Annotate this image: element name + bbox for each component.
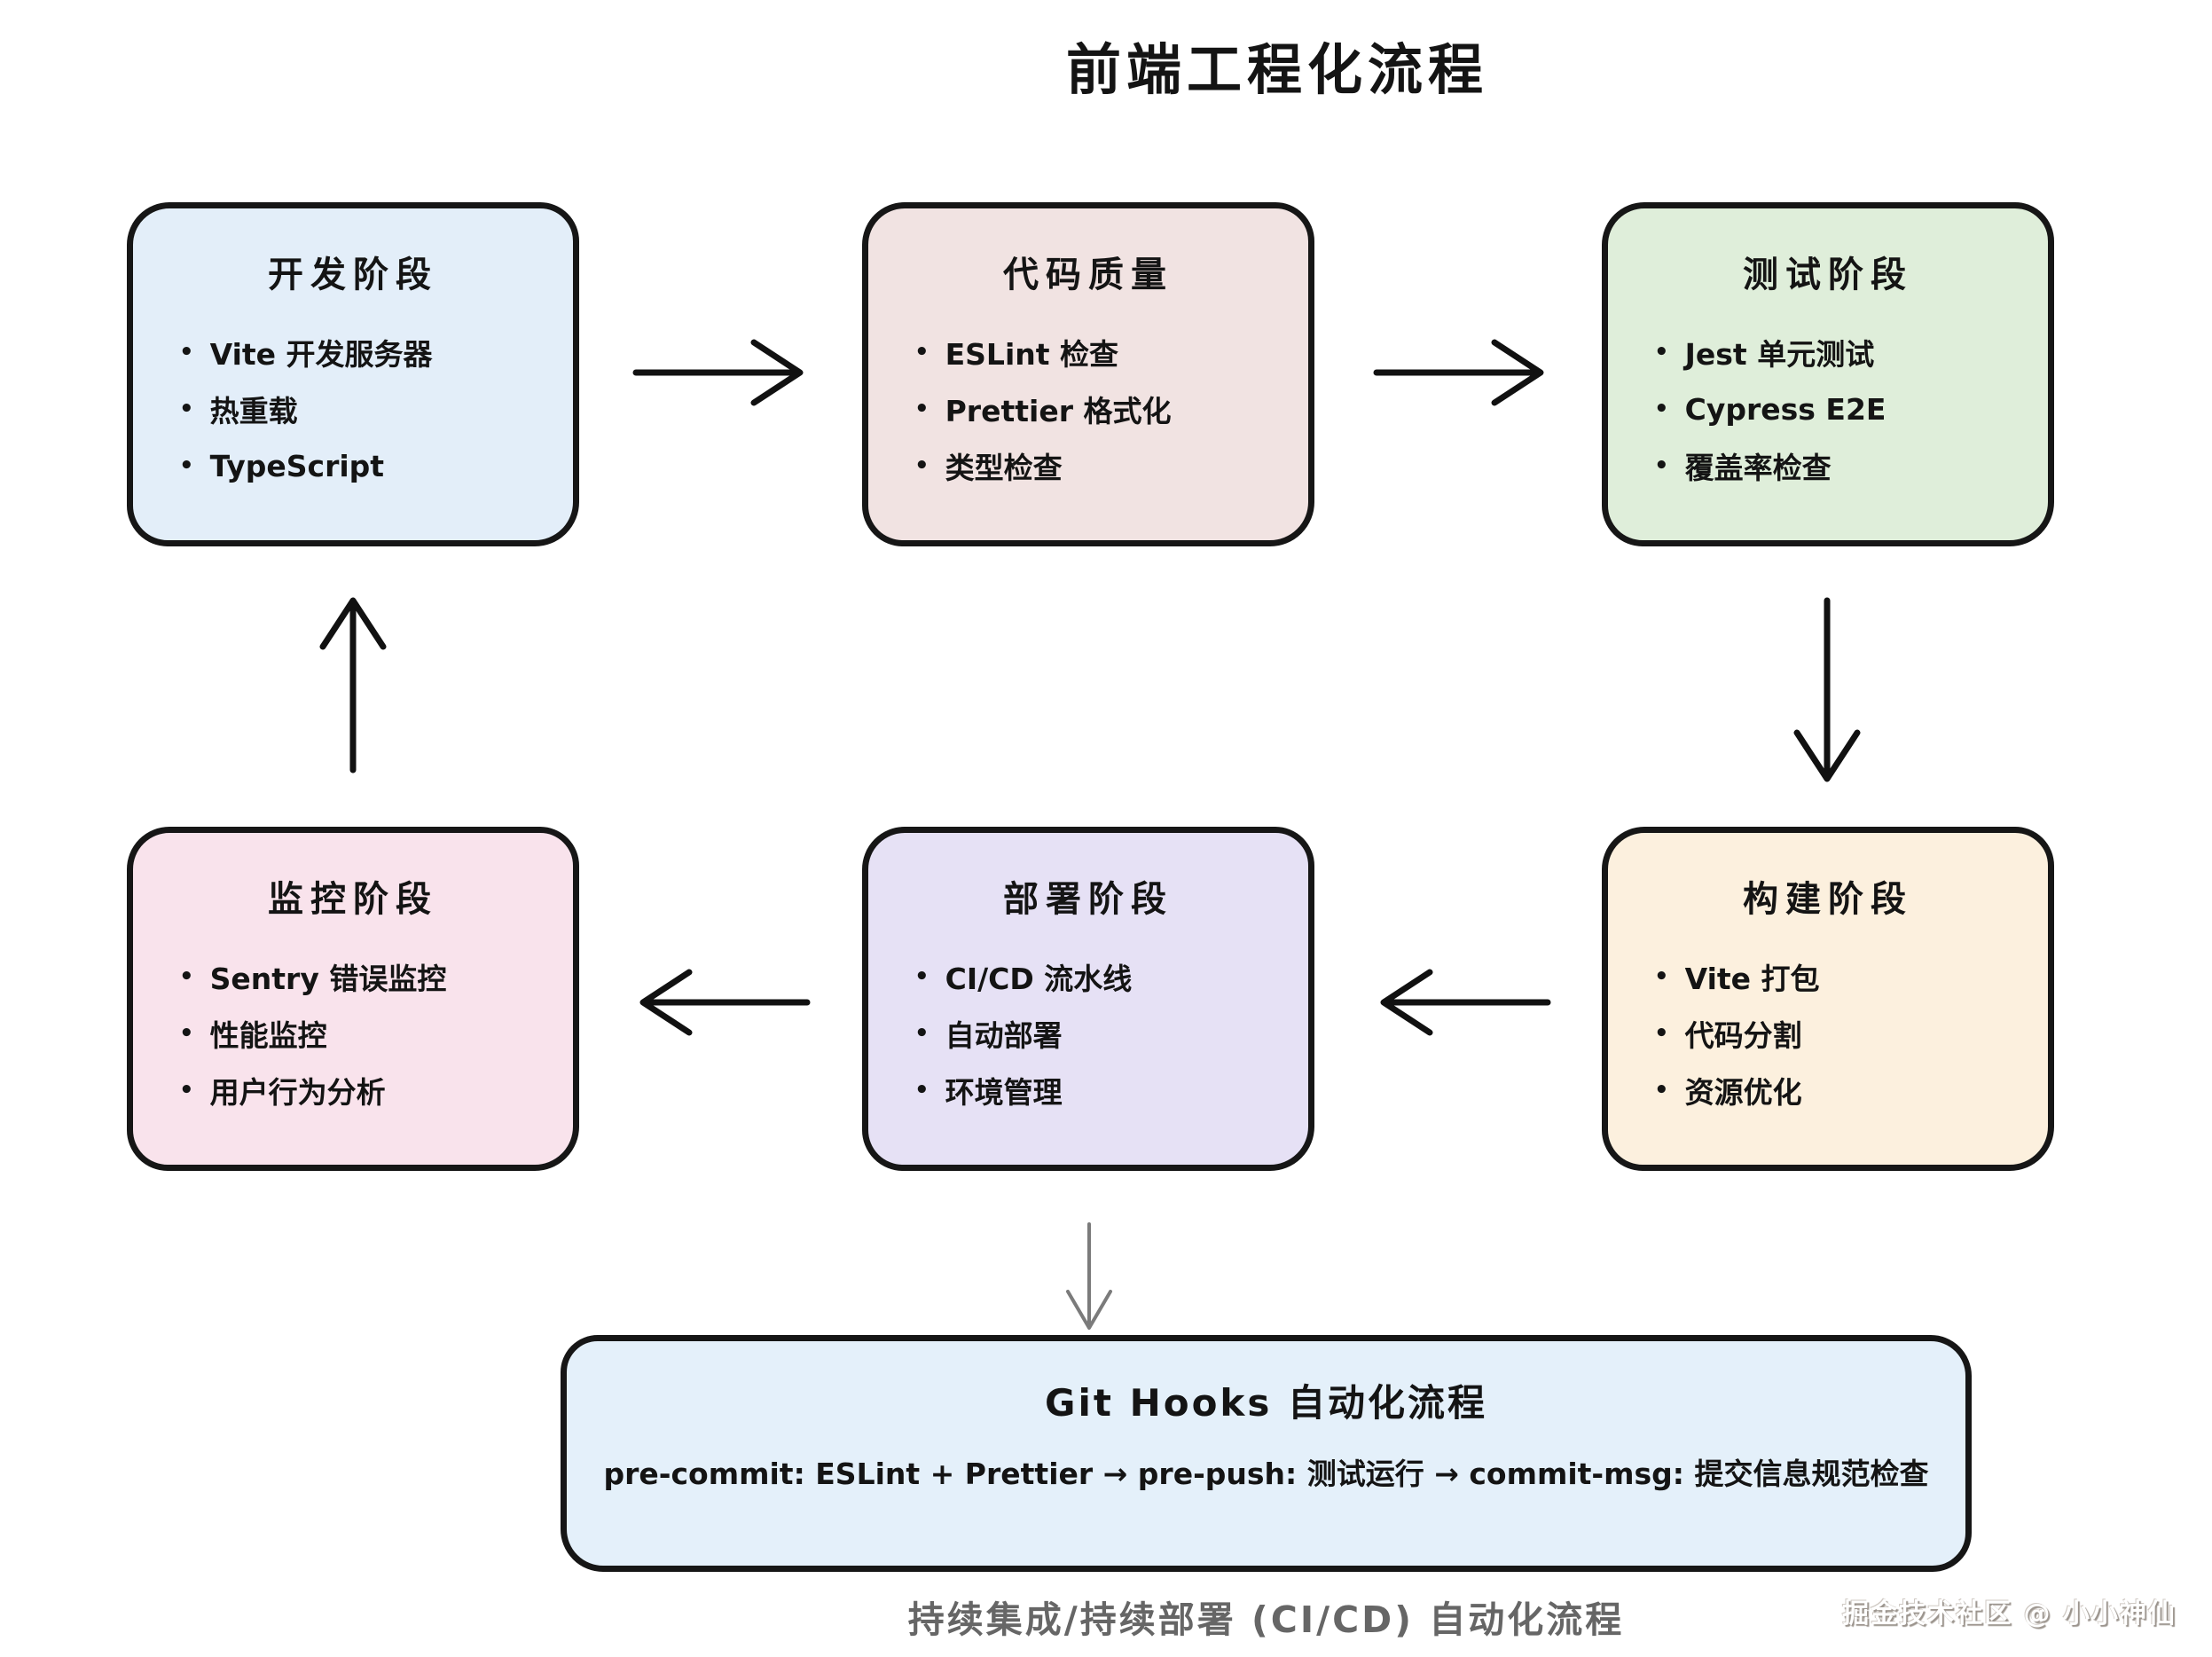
list-item-label: Jest 单元测试 [1684, 337, 1875, 372]
list-item: • Vite 打包 [1654, 948, 2030, 1005]
list-item: • Prettier 格式化 [914, 381, 1290, 437]
stage-list-quality: • ESLint 检查 • Prettier 格式化 • 类型检查 [868, 324, 1308, 494]
bullet-icon: • [179, 339, 194, 365]
bullet-icon: • [179, 452, 194, 479]
stage-list-dev: • Vite 开发服务器 • 热重载 • TypeScript [133, 324, 573, 494]
list-item: • TypeScript [179, 437, 555, 494]
cicd-caption: 持续集成/持续部署 (CI/CD) 自动化流程 [907, 1598, 1625, 1641]
stage-title-quality: 代码质量 [1003, 255, 1173, 295]
arrow-monitor-to-dev [319, 597, 387, 774]
list-item: • 代码分割 [1654, 1005, 2030, 1062]
stage-title-build: 构建阶段 [1743, 879, 1913, 920]
list-item: • Vite 开发服务器 [179, 324, 555, 381]
stage-box-build: 构建阶段 • Vite 打包 • 代码分割 • 资源优化 [1602, 827, 2054, 1171]
bullet-icon: • [179, 963, 194, 990]
list-item-label: Cypress E2E [1684, 391, 1886, 427]
bullet-icon: • [914, 339, 930, 365]
bullet-icon: • [1654, 452, 1669, 479]
stage-list-test: • Jest 单元测试 • Cypress E2E • 覆盖率检查 [1608, 324, 2048, 494]
stage-title-deploy: 部署阶段 [1003, 879, 1173, 920]
list-item: • 环境管理 [914, 1062, 1290, 1119]
arrow-deploy-to-monitor [639, 969, 811, 1036]
bullet-icon: • [179, 396, 194, 422]
list-item-label: 性能监控 [209, 1018, 327, 1053]
list-item: • ESLint 检查 [914, 324, 1290, 381]
bullet-icon: • [1654, 1020, 1669, 1047]
bullet-icon: • [1654, 396, 1669, 422]
list-item: • Sentry 错误监控 [179, 948, 555, 1005]
bullet-icon: • [1654, 963, 1669, 990]
arrow-deploy-to-githooks [1066, 1222, 1112, 1330]
bullet-icon: • [914, 452, 930, 479]
list-item: • Jest 单元测试 [1654, 324, 2030, 381]
bullet-icon: • [179, 1077, 194, 1103]
list-item: • 热重载 [179, 381, 555, 437]
arrow-build-to-deploy [1380, 969, 1551, 1036]
stage-box-quality: 代码质量 • ESLint 检查 • Prettier 格式化 • 类型检查 [862, 202, 1314, 546]
watermark: 掘金技术社区 @ 小小神仙 [1842, 1598, 2177, 1630]
stage-box-test: 测试阶段 • Jest 单元测试 • Cypress E2E • 覆盖率检查 [1602, 202, 2054, 546]
arrow-dev-to-quality [632, 339, 804, 406]
bullet-icon: • [914, 1020, 930, 1047]
arrow-quality-to-test [1373, 339, 1544, 406]
stage-title-monitor: 监控阶段 [268, 879, 438, 920]
list-item: • 自动部署 [914, 1005, 1290, 1062]
list-item-label: 热重载 [209, 394, 298, 428]
list-item-label: 自动部署 [945, 1018, 1063, 1053]
stage-box-monitor: 监控阶段 • Sentry 错误监控 • 性能监控 • 用户行为分析 [127, 827, 579, 1171]
stage-box-dev: 开发阶段 • Vite 开发服务器 • 热重载 • TypeScript [127, 202, 579, 546]
bullet-icon: • [179, 1020, 194, 1047]
list-item: • 资源优化 [1654, 1062, 2030, 1119]
list-item-label: 用户行为分析 [209, 1075, 386, 1110]
list-item-label: Sentry 错误监控 [209, 962, 447, 996]
list-item-label: 覆盖率检查 [1684, 451, 1832, 485]
stage-title-test: 测试阶段 [1743, 255, 1913, 295]
list-item-label: 资源优化 [1684, 1075, 1802, 1110]
list-item-label: 代码分割 [1684, 1018, 1802, 1053]
git-hooks-title: Git Hooks 自动化流程 [1045, 1381, 1487, 1425]
list-item-label: CI/CD 流水线 [945, 962, 1133, 996]
list-item: • 覆盖率检查 [1654, 437, 2030, 494]
list-item-label: 环境管理 [945, 1075, 1063, 1110]
git-hooks-pipeline-text: pre-commit: ESLint + Prettier → pre-push… [603, 1457, 1929, 1491]
list-item: • CI/CD 流水线 [914, 948, 1290, 1005]
bullet-icon: • [914, 963, 930, 990]
stage-list-build: • Vite 打包 • 代码分割 • 资源优化 [1608, 948, 2048, 1119]
list-item: • 用户行为分析 [179, 1062, 555, 1119]
list-item-label: TypeScript [209, 448, 385, 483]
arrow-test-to-build [1793, 597, 1861, 782]
list-item-label: Vite 打包 [1684, 962, 1820, 996]
page-title: 前端工程化流程 [1065, 37, 1488, 102]
stage-list-monitor: • Sentry 错误监控 • 性能监控 • 用户行为分析 [133, 948, 573, 1119]
list-item: • Cypress E2E [1654, 381, 2030, 437]
list-item: • 性能监控 [179, 1005, 555, 1062]
list-item-label: 类型检查 [945, 451, 1063, 485]
git-hooks-box: Git Hooks 自动化流程 pre-commit: ESLint + Pre… [561, 1335, 1972, 1572]
list-item-label: Vite 开发服务器 [209, 337, 433, 372]
stage-box-deploy: 部署阶段 • CI/CD 流水线 • 自动部署 • 环境管理 [862, 827, 1314, 1171]
bullet-icon: • [1654, 339, 1669, 365]
list-item-label: Prettier 格式化 [945, 394, 1172, 428]
bullet-icon: • [914, 1077, 930, 1103]
bullet-icon: • [914, 396, 930, 422]
list-item: • 类型检查 [914, 437, 1290, 494]
bullet-icon: • [1654, 1077, 1669, 1103]
list-item-label: ESLint 检查 [945, 337, 1119, 372]
stage-list-deploy: • CI/CD 流水线 • 自动部署 • 环境管理 [868, 948, 1308, 1119]
stage-title-dev: 开发阶段 [268, 255, 438, 295]
